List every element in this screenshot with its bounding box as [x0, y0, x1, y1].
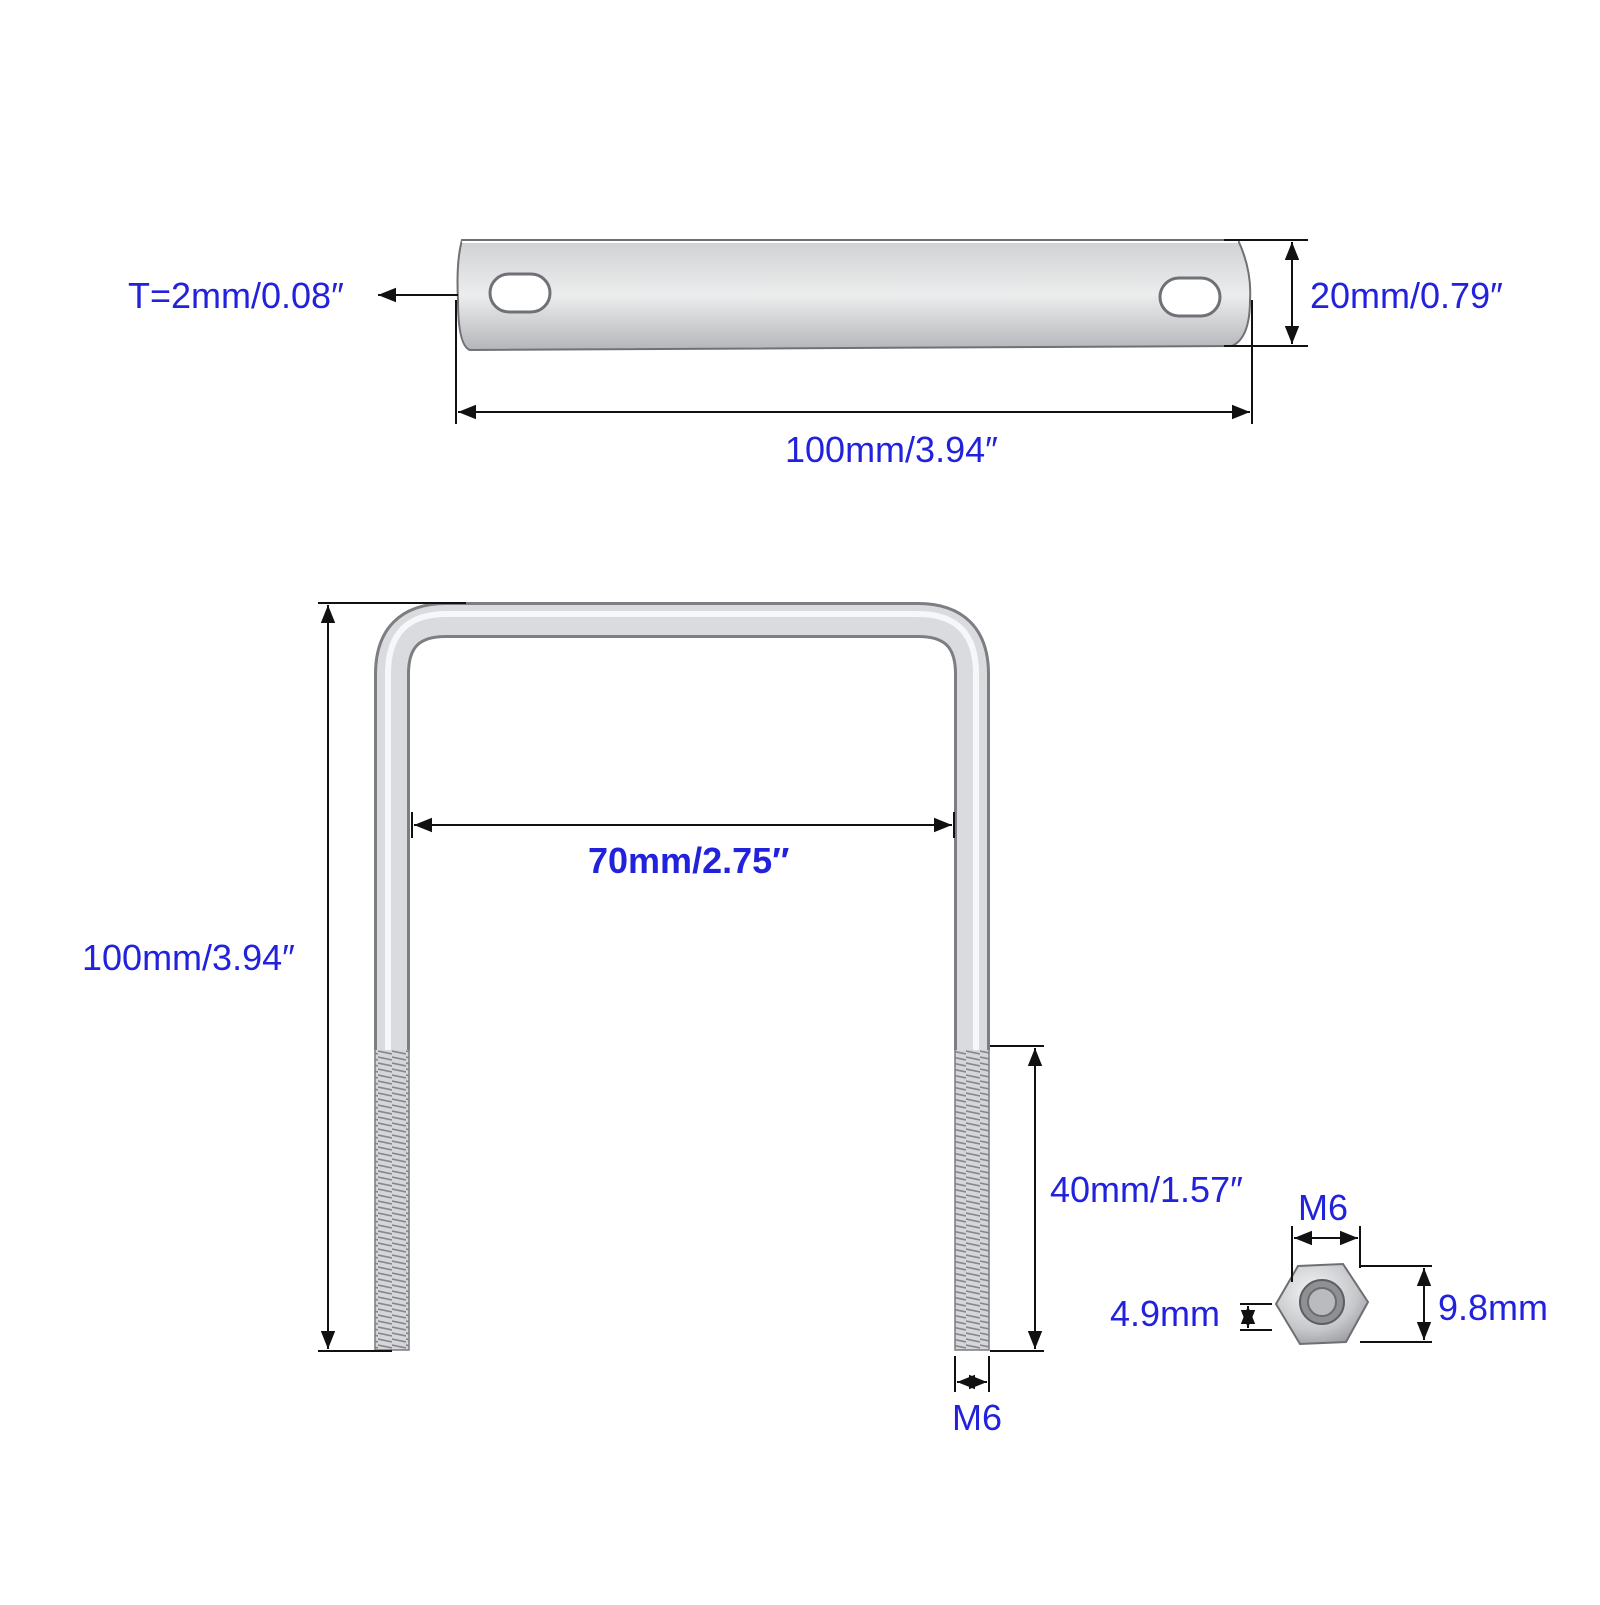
u-bolt-thread-size-label: M6	[952, 1397, 1003, 1438]
plate-slot-left	[488, 272, 552, 314]
u-bolt-thread-left	[374, 1047, 410, 1351]
nut-thickness-label: 4.9mm	[1110, 1293, 1221, 1334]
nut-thread-label: M6	[1298, 1187, 1349, 1228]
plate-length-label: 100mm/3.94″	[785, 429, 998, 470]
nut-dimension-lines	[1240, 1226, 1432, 1343]
hex-nut	[1274, 1262, 1370, 1346]
backing-plate	[456, 239, 1252, 352]
u-bolt-thread-length-label: 40mm/1.57″	[1050, 1169, 1243, 1210]
plate-dimension-lines	[378, 239, 1308, 424]
plate-height-label: 20mm/0.79″	[1310, 275, 1503, 316]
u-bolt-inner-width-label: 70mm/2.75″	[588, 840, 790, 881]
u-bolt-thread-right	[954, 1047, 990, 1351]
u-bolt	[374, 602, 990, 1351]
u-bolt-dimension-lines	[318, 602, 1044, 1392]
plate-thickness-label: T=2mm/0.08″	[128, 275, 344, 316]
plate-slot-right	[1158, 276, 1222, 318]
u-bolt-height-label: 100mm/3.94″	[82, 937, 295, 978]
nut-width-label: 9.8mm	[1438, 1287, 1549, 1328]
